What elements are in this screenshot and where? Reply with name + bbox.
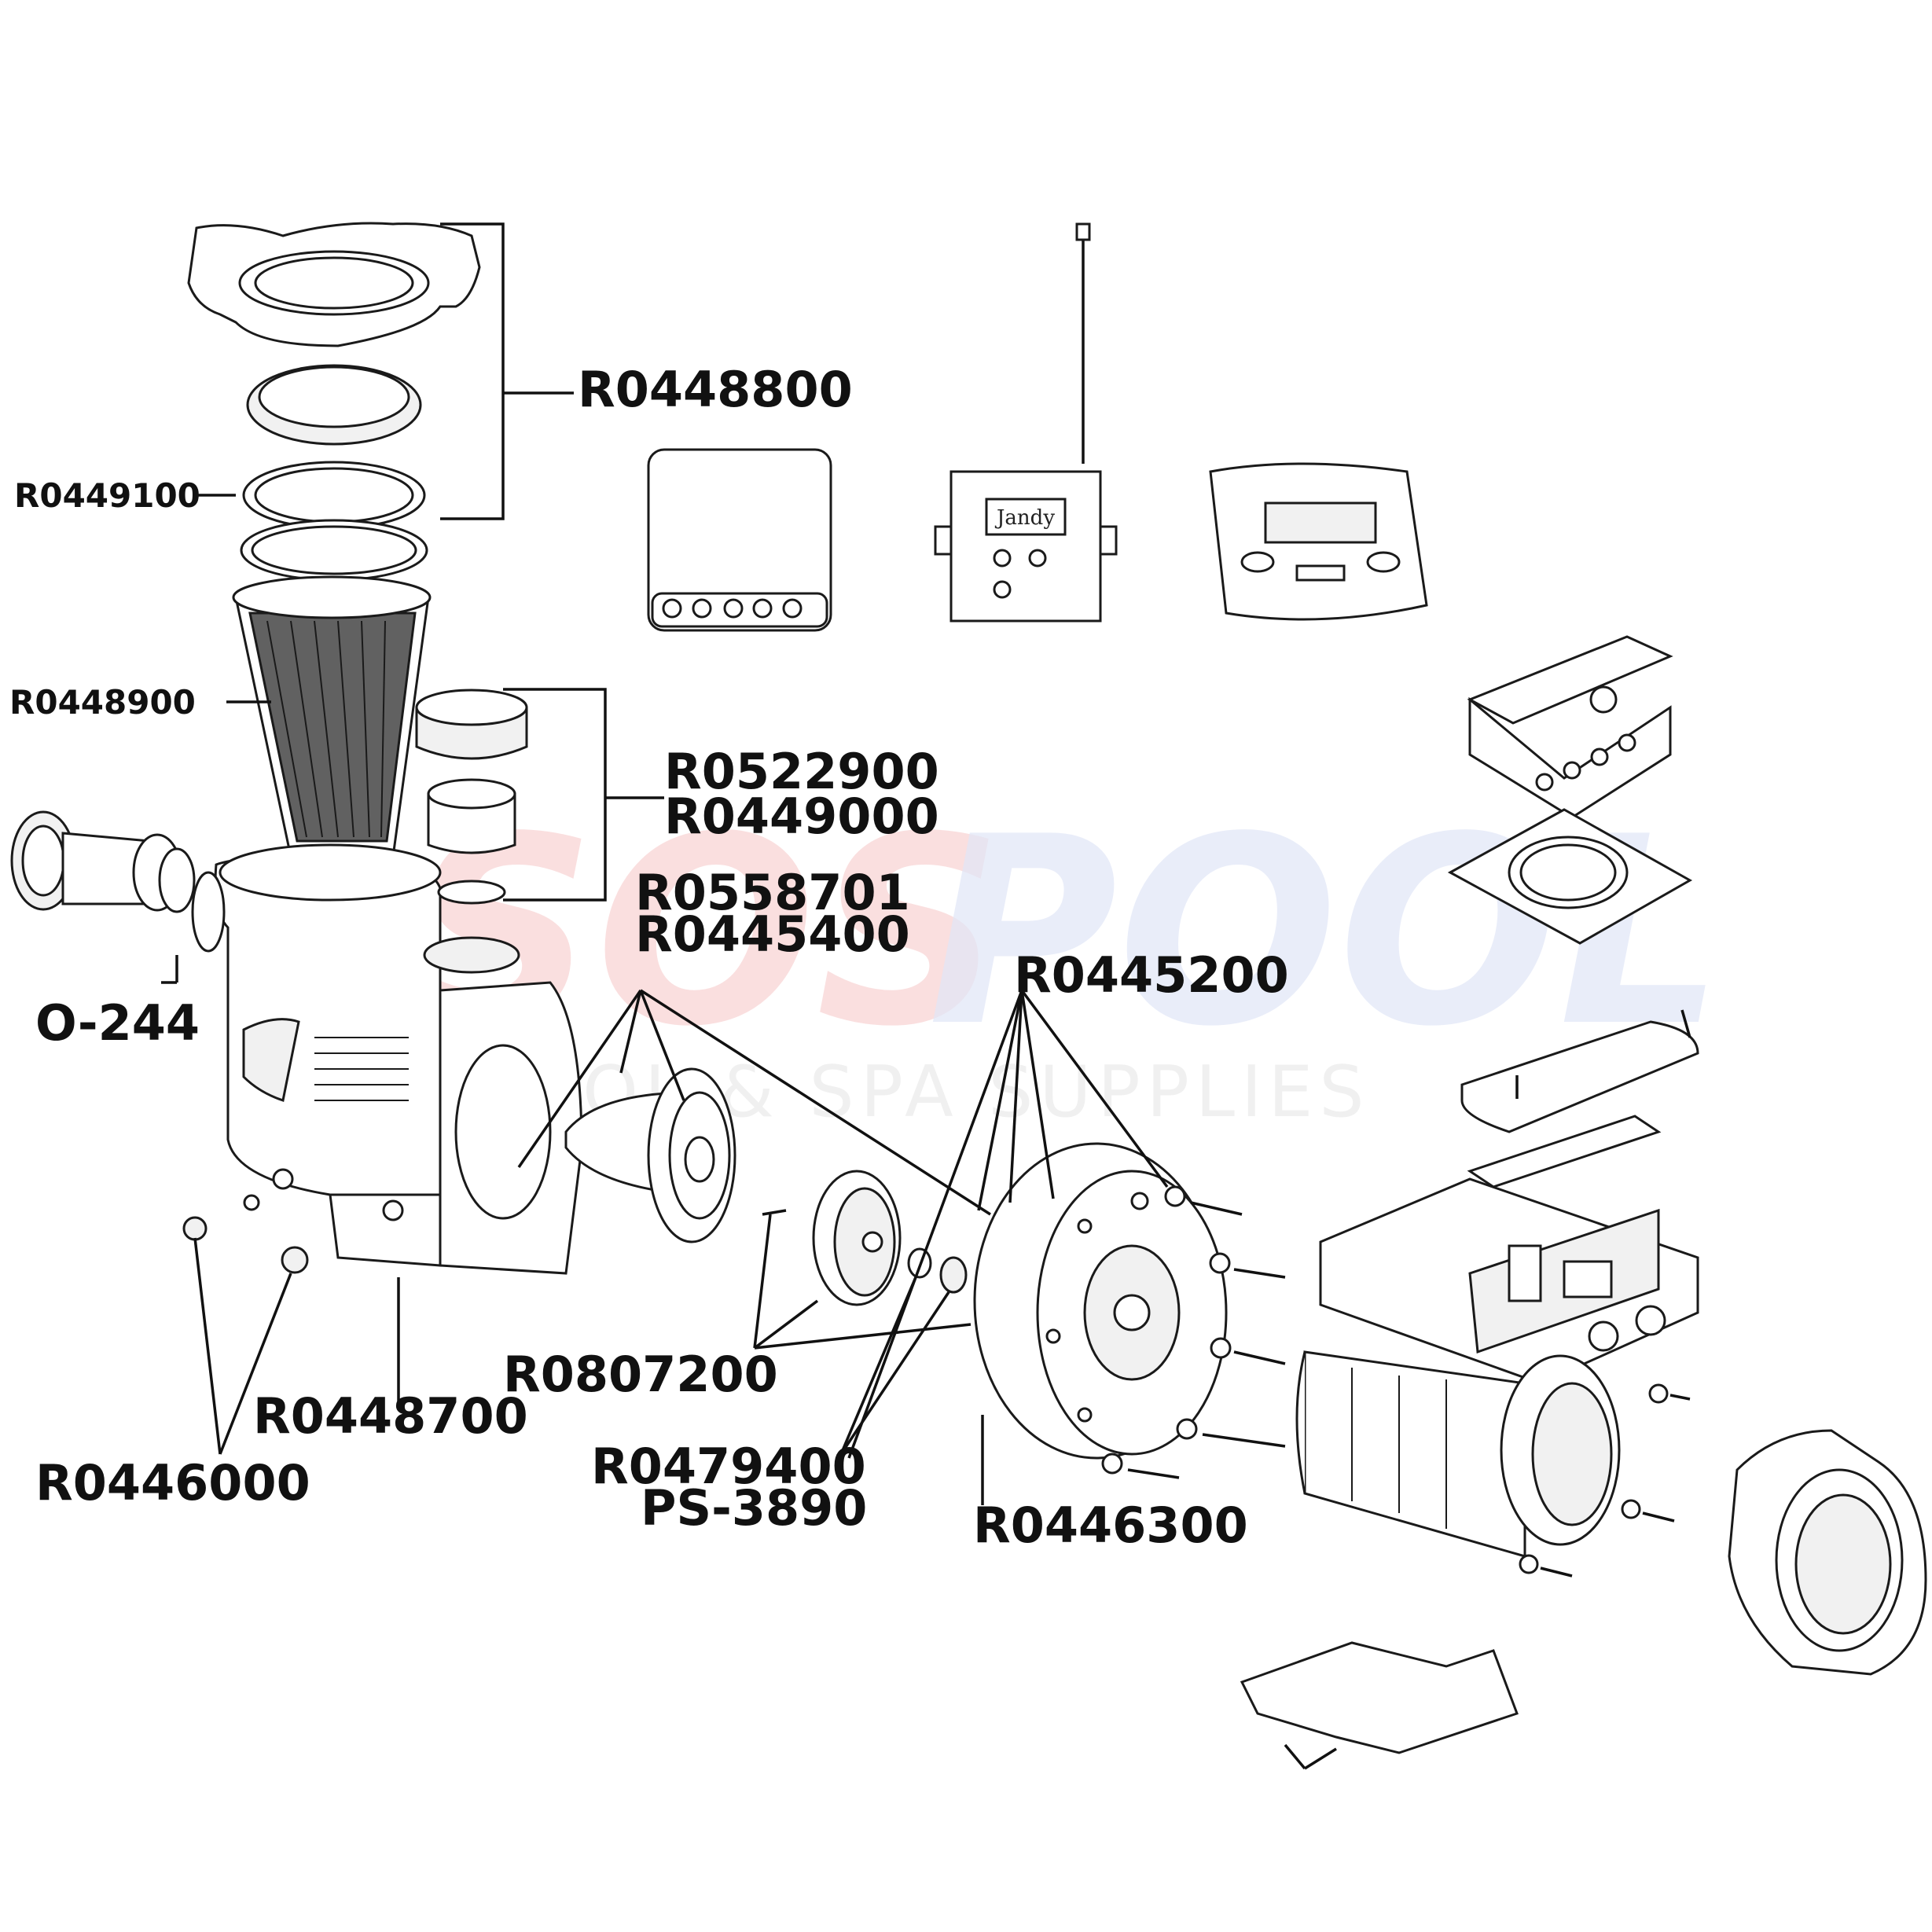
label-r0558701: R0558701 bbox=[635, 864, 910, 921]
leader-lines bbox=[161, 222, 1169, 1505]
lid-o-ring-inner bbox=[254, 467, 414, 523]
label-r0449100: R0449100 bbox=[14, 476, 200, 515]
drain-plugs-part bbox=[182, 1194, 309, 1274]
impeller-part bbox=[762, 1170, 902, 1306]
diffuser-part bbox=[564, 1067, 736, 1243]
label-r0522900: R0522900 bbox=[664, 743, 939, 800]
drive-cover-part bbox=[1460, 1009, 1699, 1133]
inlet-union-part bbox=[10, 810, 226, 953]
label-r0446000: R0446000 bbox=[35, 1454, 310, 1511]
seal-plate-bolts bbox=[1101, 1185, 1286, 1479]
label-ps-3890: PS-3890 bbox=[641, 1479, 867, 1537]
strainer-basket-part bbox=[232, 575, 432, 858]
label-r0445400: R0445400 bbox=[635, 905, 910, 963]
keypad-bracket-part bbox=[1447, 808, 1693, 945]
motor-base-part bbox=[1240, 1641, 1519, 1770]
transceiver-brand: Jandy bbox=[994, 506, 1055, 530]
label-o-244: O-244 bbox=[35, 994, 200, 1052]
label-r0446300: R0446300 bbox=[973, 1497, 1248, 1554]
motor-part bbox=[1295, 1350, 1691, 1578]
label-r0448700: R0448700 bbox=[253, 1387, 528, 1445]
label-r0807200: R0807200 bbox=[503, 1346, 778, 1403]
label-r0448800: R0448800 bbox=[578, 361, 853, 418]
remote-controller-white bbox=[647, 448, 832, 632]
outlet-union-part bbox=[415, 689, 528, 974]
diffuser-ring-inner bbox=[251, 525, 417, 575]
drive-keypad-part bbox=[1467, 635, 1673, 819]
drive-box-part bbox=[1319, 1177, 1699, 1385]
seal-plate-part bbox=[973, 1142, 1228, 1460]
wireless-transceiver: Jandy bbox=[934, 222, 1118, 623]
lock-ring-inner bbox=[254, 256, 414, 310]
pump-housing-part bbox=[214, 843, 583, 1275]
drive-gasket-part bbox=[1467, 1115, 1662, 1188]
strainer-cover-assembly bbox=[187, 222, 481, 582]
label-r0479400: R0479400 bbox=[591, 1438, 866, 1495]
part-labels: R0448800 R0449100 R0448900 R0522900 R044… bbox=[9, 361, 1289, 1554]
wall-controller bbox=[1209, 462, 1428, 621]
strainer-lid-top bbox=[258, 365, 410, 428]
label-r0448900: R0448900 bbox=[9, 683, 196, 722]
fan-cover-part bbox=[1728, 1429, 1927, 1676]
label-r0449000: R0449000 bbox=[664, 788, 939, 845]
label-r0445200: R0445200 bbox=[1014, 946, 1289, 1004]
